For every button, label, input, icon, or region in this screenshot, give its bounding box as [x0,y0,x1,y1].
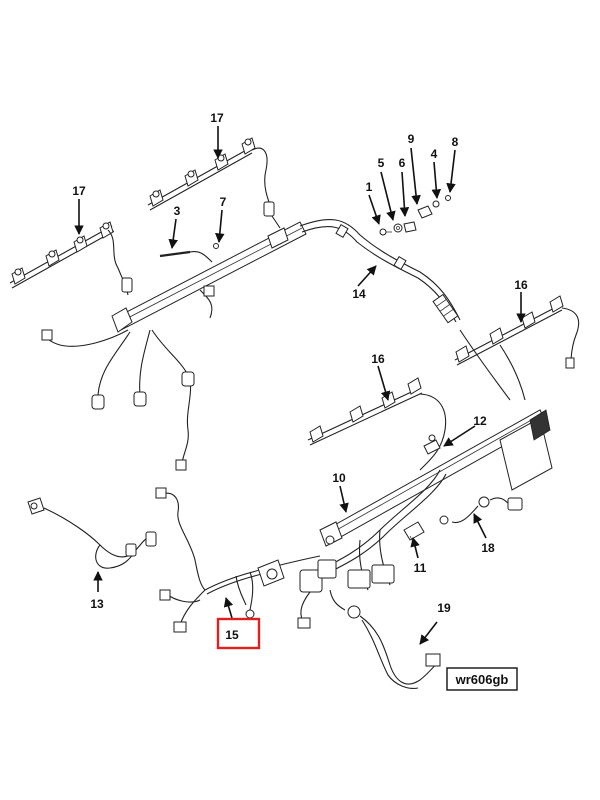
callout-16-middle: 16 [371,352,385,366]
callout-15: 15 [225,628,239,642]
upper-fuel-rail-harness [9,137,511,471]
callout-1: 1 [366,180,373,194]
sensor-harness-13 [27,497,157,569]
drawing-id: wr606gb [455,672,509,687]
callout-arrows [74,126,526,645]
callout-16-right: 16 [514,278,528,292]
highlight-box [216,617,261,650]
injector-connector-group [11,221,114,285]
callout-14: 14 [352,287,366,301]
callout-labels: 1 3 4 5 6 7 8 9 10 11 12 13 14 16 16 17 … [72,111,528,615]
callout-10: 10 [332,471,346,485]
small-hardware-parts [379,195,451,236]
lower-fuel-rail-harness [297,295,580,689]
callout-18: 18 [481,541,495,555]
callout-17-left: 17 [72,184,86,198]
sensor-harness-15 [155,487,321,633]
callout-5: 5 [378,156,385,170]
callout-11: 11 [414,561,427,575]
injector-connector-group [149,137,256,207]
callout-3: 3 [174,204,181,218]
callout-13: 13 [90,597,104,611]
callout-12: 12 [473,414,487,428]
highlighted-callout-15[interactable]: 15 [216,617,261,650]
callout-19: 19 [437,601,451,615]
callout-17-top: 17 [210,111,224,125]
callout-6: 6 [399,156,406,170]
drawing-id-box: wr606gb [446,667,518,691]
callout-7: 7 [220,195,227,209]
callout-8: 8 [452,135,459,149]
callout-4: 4 [431,147,438,161]
callout-9: 9 [408,132,415,146]
